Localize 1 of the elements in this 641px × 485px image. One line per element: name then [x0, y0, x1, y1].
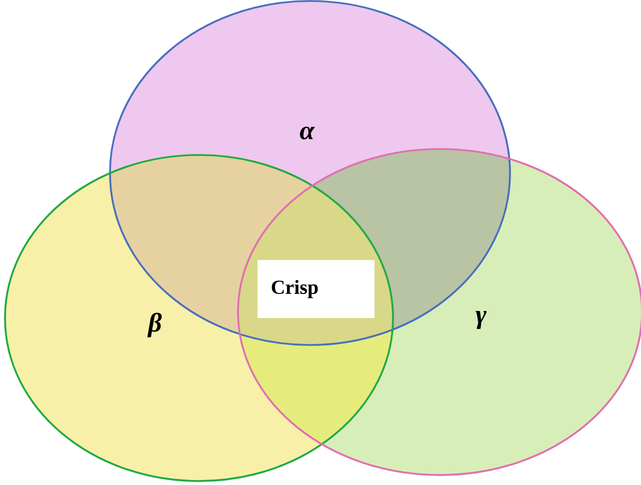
label-box: Crisp — [257, 260, 375, 318]
